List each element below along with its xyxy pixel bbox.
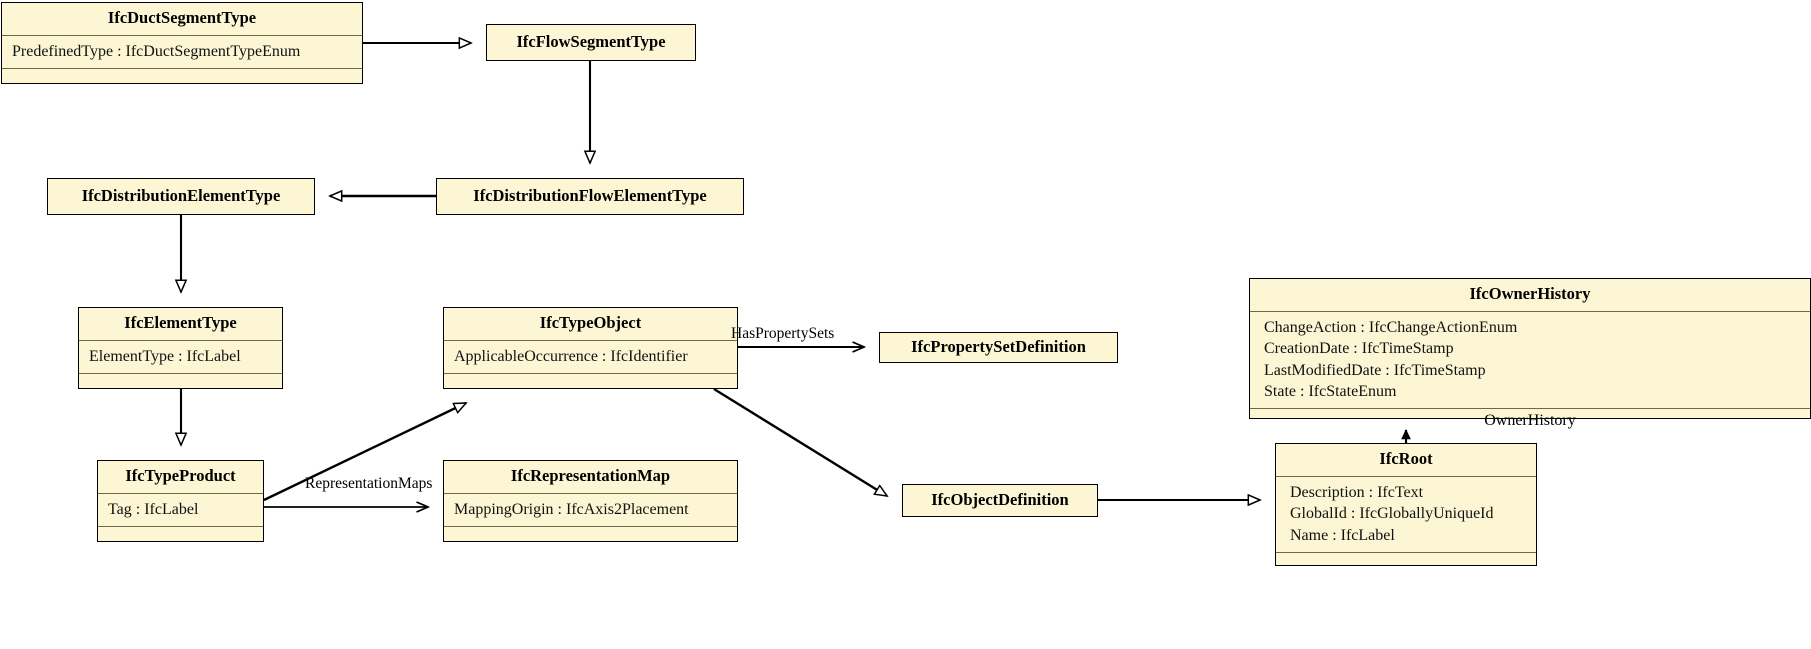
class-title: IfcFlowSegmentType bbox=[516, 31, 666, 51]
class-box-ifc-owner-history[interactable]: IfcOwnerHistory ChangeAction : IfcChange… bbox=[1249, 278, 1811, 429]
class-box-ifc-distribution-flow-element-type[interactable]: IfcDistributionFlowElementType bbox=[436, 178, 744, 215]
class-operations bbox=[98, 527, 263, 545]
attribute-row: MappingOrigin : IfcAxis2Placement bbox=[454, 500, 689, 518]
class-title: IfcDistributionFlowElementType bbox=[473, 185, 707, 205]
class-title: IfcObjectDefinition bbox=[931, 490, 1069, 510]
class-operations bbox=[2, 69, 362, 87]
attribute-row: ChangeAction : IfcChangeActionEnum bbox=[1264, 318, 1518, 336]
class-box-ifc-flow-segment-type[interactable]: IfcFlowSegmentType bbox=[486, 24, 696, 61]
class-box-ifc-representation-map[interactable]: IfcRepresentationMap MappingOrigin : Ifc… bbox=[443, 460, 738, 542]
compartment-separator bbox=[1250, 408, 1810, 410]
attribute-row: PredefinedType : IfcDuctSegmentTypeEnum bbox=[12, 42, 301, 60]
class-title: IfcRepresentationMap bbox=[510, 466, 671, 485]
compartment-separator bbox=[1250, 310, 1810, 312]
attribute-row: Name : IfcLabel bbox=[1290, 526, 1395, 544]
compartment-separator bbox=[444, 526, 737, 528]
class-box-ifc-property-set-definition[interactable]: IfcPropertySetDefinition bbox=[879, 332, 1118, 363]
attribute-row: ElementType : IfcLabel bbox=[89, 347, 241, 365]
class-box-ifc-object-definition[interactable]: IfcObjectDefinition bbox=[902, 484, 1098, 517]
attribute-row: CreationDate : IfcTimeStamp bbox=[1264, 340, 1454, 358]
attribute-row: State : IfcStateEnum bbox=[1264, 382, 1397, 400]
class-box-ifc-duct-segment-type[interactable]: IfcDuctSegmentType PredefinedType : IfcD… bbox=[1, 2, 363, 84]
edge-typeobject-to-objectdefinition bbox=[713, 387, 887, 496]
compartment-separator bbox=[444, 373, 737, 375]
class-title: IfcRoot bbox=[1379, 449, 1433, 468]
class-title: IfcDistributionElementType bbox=[81, 185, 281, 205]
class-title: IfcDuctSegmentType bbox=[107, 8, 257, 27]
association-role-ownerhistory: OwnerHistory bbox=[1484, 412, 1576, 430]
class-operations bbox=[444, 374, 737, 392]
class-box-ifc-root[interactable]: IfcRoot Description : IfcText GlobalId :… bbox=[1275, 443, 1537, 566]
compartment-separator bbox=[1276, 475, 1536, 477]
class-attributes: Tag : IfcLabel bbox=[98, 494, 263, 526]
attribute-row: Description : IfcText bbox=[1290, 483, 1424, 501]
compartment-separator bbox=[79, 373, 282, 375]
compartment-separator bbox=[444, 339, 737, 341]
class-attributes: MappingOrigin : IfcAxis2Placement bbox=[444, 494, 737, 526]
class-box-ifc-element-type[interactable]: IfcElementType ElementType : IfcLabel bbox=[78, 307, 283, 389]
class-operations bbox=[444, 527, 737, 545]
compartment-separator bbox=[444, 492, 737, 494]
class-title: IfcElementType bbox=[124, 313, 237, 332]
attribute-row: Tag : IfcLabel bbox=[108, 500, 199, 518]
compartment-separator bbox=[98, 492, 263, 494]
class-title: IfcTypeProduct bbox=[125, 466, 236, 485]
class-attributes: ElementType : IfcLabel bbox=[79, 341, 282, 373]
class-operations bbox=[1276, 553, 1536, 571]
attribute-row: ApplicableOccurrence : IfcIdentifier bbox=[454, 347, 688, 365]
class-attributes: ApplicableOccurrence : IfcIdentifier bbox=[444, 341, 737, 373]
attribute-row: GlobalId : IfcGloballyUniqueId bbox=[1290, 505, 1494, 523]
class-operations bbox=[79, 374, 282, 392]
compartment-separator bbox=[2, 68, 362, 70]
class-box-ifc-type-object[interactable]: IfcTypeObject ApplicableOccurrence : Ifc… bbox=[443, 307, 738, 389]
compartment-separator bbox=[1276, 551, 1536, 553]
compartment-separator bbox=[2, 34, 362, 36]
class-attributes: Description : IfcText GlobalId : IfcGlob… bbox=[1276, 477, 1536, 552]
edge-label-has-property-sets: HasPropertySets bbox=[731, 325, 835, 342]
class-attributes: ChangeAction : IfcChangeActionEnum Creat… bbox=[1250, 312, 1810, 409]
class-title: IfcPropertySetDefinition bbox=[911, 337, 1086, 357]
edge-label-representation-maps: RepresentationMaps bbox=[305, 475, 433, 492]
class-title: IfcOwnerHistory bbox=[1469, 284, 1591, 303]
class-box-ifc-distribution-element-type[interactable]: IfcDistributionElementType bbox=[47, 178, 315, 215]
attribute-row: LastModifiedDate : IfcTimeStamp bbox=[1264, 361, 1486, 379]
compartment-separator bbox=[98, 526, 263, 528]
class-title: IfcTypeObject bbox=[539, 313, 642, 332]
class-attributes: PredefinedType : IfcDuctSegmentTypeEnum bbox=[2, 36, 362, 68]
compartment-separator bbox=[79, 339, 282, 341]
class-box-ifc-type-product[interactable]: IfcTypeProduct Tag : IfcLabel bbox=[97, 460, 264, 542]
